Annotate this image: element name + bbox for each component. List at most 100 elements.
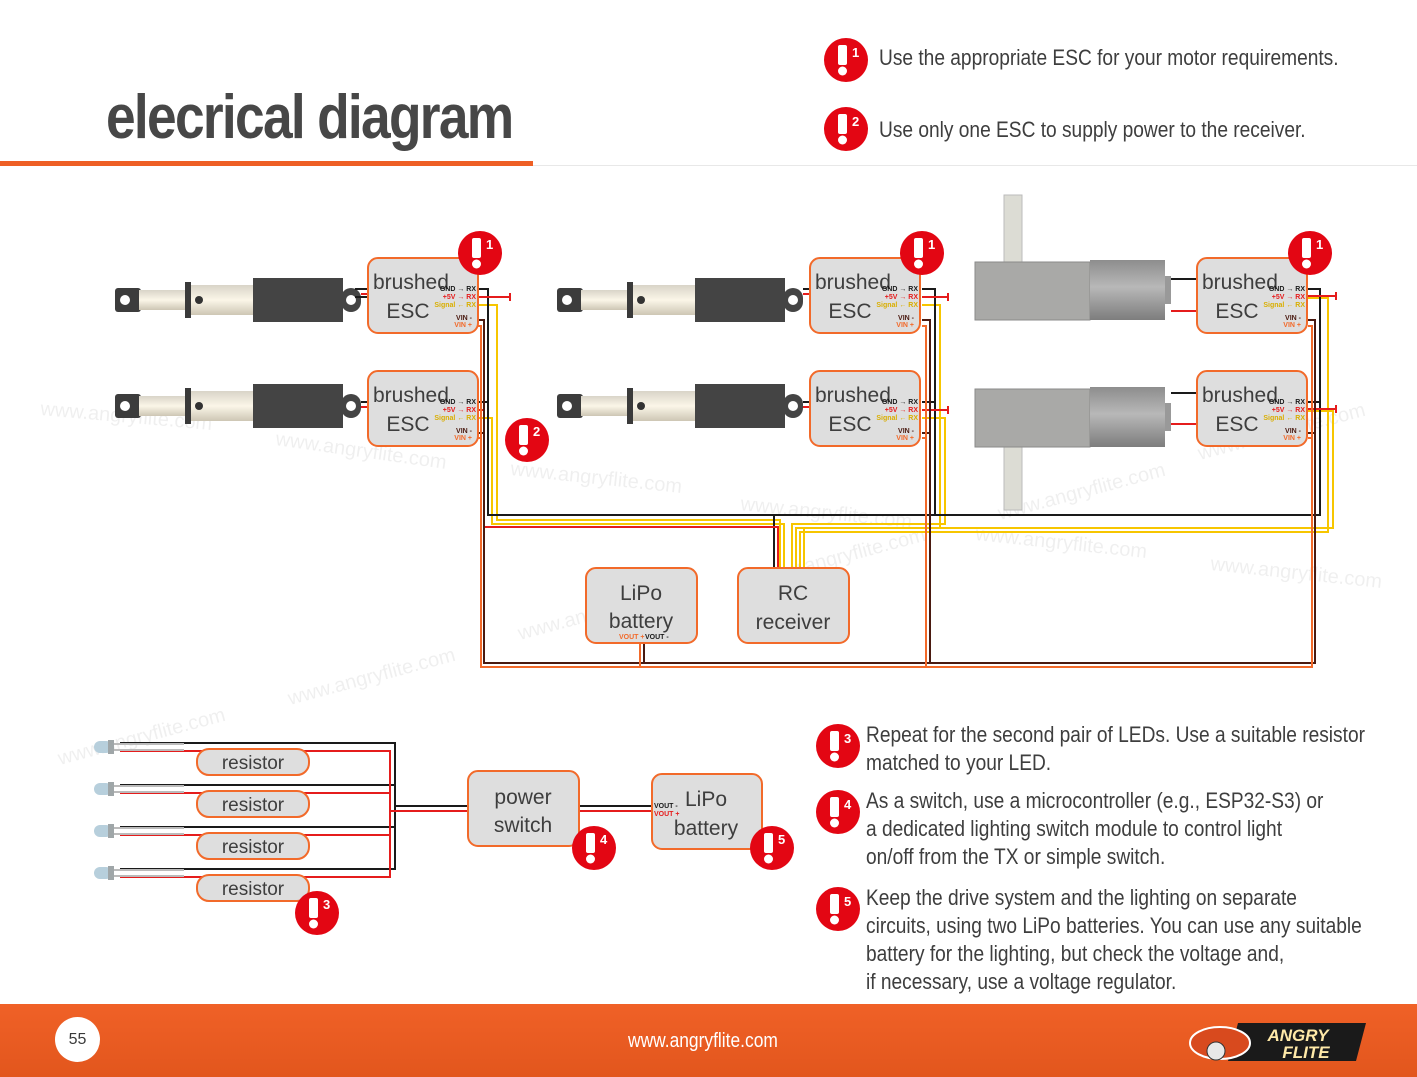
- svg-text:FLITE: FLITE: [1282, 1043, 1330, 1062]
- pin-vin-minus: VIN -: [898, 315, 915, 322]
- angryflite-logo-icon: ANGRY FLITE: [1189, 1023, 1366, 1062]
- warning-badge-3-icon: 3: [295, 891, 339, 935]
- warning-badge-2-icon: 2: [505, 418, 549, 462]
- drive-battery-box: LiPo battery VOUT + VOUT -: [585, 567, 698, 644]
- lighting-battery-box: LiPo battery VOUT - VOUT +: [651, 773, 763, 850]
- resistor-box: resistor: [196, 748, 310, 776]
- esc-label: ESC: [828, 413, 871, 436]
- svg-text:resistor: resistor: [222, 879, 285, 900]
- resistor-box: resistor: [196, 874, 310, 902]
- pin-gnd: GND → RX: [1269, 399, 1306, 406]
- svg-text:ANGRY: ANGRY: [1266, 1026, 1330, 1045]
- watermarks: www.angryflite.com www.angryflite.com ww…: [39, 398, 1384, 770]
- svg-text:1: 1: [1316, 237, 1323, 252]
- esc-label: ESC: [386, 300, 429, 323]
- pin-gnd: GND → RX: [882, 286, 919, 293]
- svg-text:VOUT +: VOUT +: [619, 634, 644, 641]
- pin-gnd: GND → RX: [882, 399, 919, 406]
- svg-text:RC: RC: [778, 582, 808, 605]
- pin-vin-plus: VIN +: [896, 435, 914, 442]
- warning-badge-1-icon: 1: [458, 231, 502, 275]
- note-line: on/off from the TX or simple switch.: [866, 844, 1166, 869]
- pin-signal: Signal ← RX: [876, 302, 918, 309]
- svg-text:4: 4: [600, 832, 608, 847]
- warning-badge-1-icon: 1: [1288, 231, 1332, 275]
- linear-actuator-icon: [115, 278, 368, 322]
- note-1-text: Use the appropriate ESC for your motor r…: [879, 45, 1339, 70]
- resistor-box: resistor: [196, 790, 310, 818]
- svg-text:VOUT -: VOUT -: [654, 803, 678, 810]
- note-line: a dedicated lighting switch module to co…: [866, 816, 1283, 841]
- warning-badge-5-icon: 5: [816, 887, 860, 931]
- wiring-diagram: www.angryflite.com www.angryflite.com ww…: [39, 194, 1384, 935]
- pin-5v: +5V → RX: [1272, 407, 1306, 414]
- pin-vin-plus: VIN +: [1283, 435, 1301, 442]
- svg-text:resistor: resistor: [222, 837, 285, 858]
- esc-label: ESC: [828, 300, 871, 323]
- svg-text:www.angryflite.com: www.angryflite.com: [285, 644, 458, 710]
- pin-gnd: GND → RX: [1269, 286, 1306, 293]
- warning-badge-4-icon: 4: [816, 790, 860, 834]
- esc-label: brushed: [1202, 271, 1278, 294]
- svg-text:2: 2: [852, 114, 859, 129]
- note-line: if necessary, use a voltage regulator.: [866, 969, 1177, 994]
- title-underline: [0, 161, 533, 166]
- footer-bar: [0, 1004, 1417, 1077]
- resistor-box: resistor: [196, 832, 310, 860]
- warning-badge-1-icon: 1: [824, 38, 868, 82]
- note-3-text: Repeat for the second pair of LEDs. Use …: [866, 721, 1365, 777]
- svg-text:3: 3: [844, 731, 851, 746]
- svg-text:5: 5: [844, 894, 851, 909]
- svg-text:receiver: receiver: [756, 611, 831, 634]
- pin-signal: Signal ← RX: [876, 415, 918, 422]
- svg-text:switch: switch: [494, 814, 552, 837]
- esc-label: brushed: [373, 271, 449, 294]
- pin-vin-plus: VIN +: [1283, 322, 1301, 329]
- svg-text:2: 2: [533, 424, 540, 439]
- pin-vin-plus: VIN +: [896, 322, 914, 329]
- esc-label: brushed: [815, 271, 891, 294]
- note-4-text: As a switch, use a microcontroller (e.g.…: [866, 787, 1323, 871]
- svg-text:power: power: [494, 786, 551, 809]
- warning-badge-1-icon: 1: [900, 231, 944, 275]
- gear-motor-icon: [974, 386, 1198, 511]
- esc-label: ESC: [1215, 413, 1258, 436]
- pin-signal: Signal ← RX: [1263, 302, 1305, 309]
- pin-vin-minus: VIN -: [456, 315, 473, 322]
- pin-signal: Signal ← RX: [1263, 415, 1305, 422]
- pin-vin-minus: VIN -: [456, 428, 473, 435]
- note-line: As a switch, use a microcontroller (e.g.…: [866, 788, 1324, 813]
- header-divider: [533, 165, 1417, 166]
- note-line: matched to your LED.: [866, 750, 1052, 775]
- note-5-text: Keep the drive system and the lighting o…: [866, 884, 1362, 996]
- svg-text:www.angryflite.com: www.angryflite.com: [1208, 553, 1383, 593]
- esc-label: brushed: [373, 384, 449, 407]
- pin-vin-minus: VIN -: [1285, 315, 1302, 322]
- svg-text:3: 3: [323, 897, 330, 912]
- pin-signal: Signal ← RX: [434, 415, 476, 422]
- page-number: 55: [55, 1017, 100, 1062]
- note-line: circuits, using two LiPo batteries. You …: [866, 913, 1362, 938]
- svg-text:4: 4: [844, 797, 852, 812]
- pin-vin-minus: VIN -: [1285, 428, 1302, 435]
- esc-label: ESC: [386, 413, 429, 436]
- warning-badge-4-icon: 4: [572, 826, 616, 870]
- footer-url-link[interactable]: www.angryflite.com: [628, 1030, 778, 1052]
- pin-vin-plus: VIN +: [454, 435, 472, 442]
- svg-text:resistor: resistor: [222, 753, 285, 774]
- svg-text:LiPo: LiPo: [620, 582, 662, 605]
- svg-text:www.angryflite.com: www.angryflite.com: [508, 458, 683, 498]
- svg-text:1: 1: [928, 237, 935, 252]
- pin-5v: +5V → RX: [885, 407, 919, 414]
- svg-text:1: 1: [486, 237, 493, 252]
- drive-wiring: [478, 288, 1337, 668]
- pin-gnd: GND → RX: [440, 286, 477, 293]
- pin-5v: +5V → RX: [1272, 294, 1306, 301]
- note-line: Keep the drive system and the lighting o…: [866, 885, 1297, 910]
- gear-motor-icon: [974, 194, 1198, 321]
- svg-text:5: 5: [778, 832, 785, 847]
- svg-text:LiPo: LiPo: [685, 788, 727, 811]
